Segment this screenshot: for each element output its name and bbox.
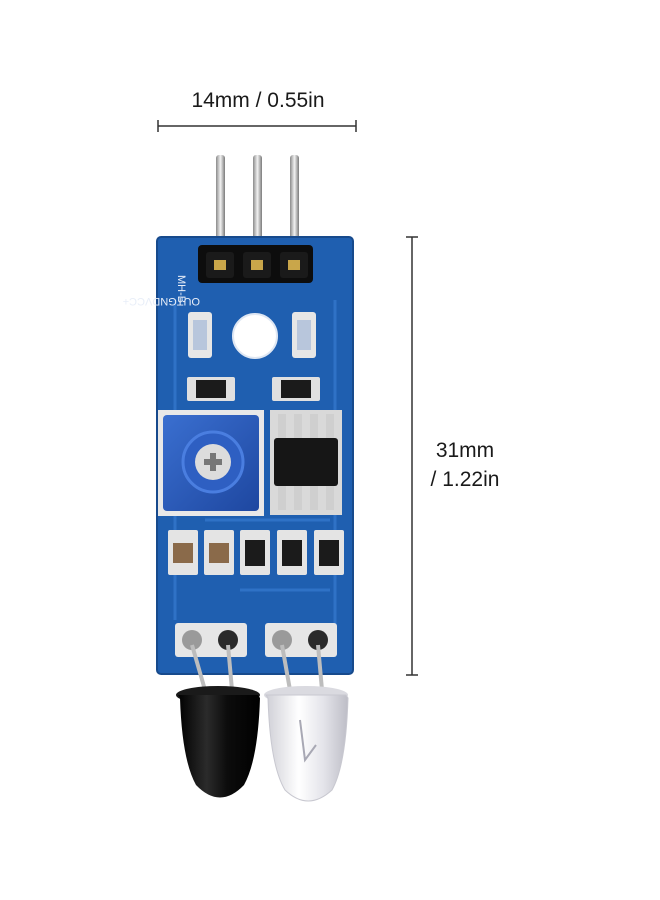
pin-header-block — [198, 245, 313, 283]
indicator-led-right — [292, 312, 316, 358]
pin-silkscreen: OUTGNDVCC+ — [123, 295, 200, 307]
indicator-led-left — [188, 312, 212, 358]
ir-receiver-led — [176, 686, 260, 798]
width-dimension-label: 14mm / 0.55in — [191, 89, 325, 112]
height-dimension-label: 31mm — [435, 439, 495, 462]
smd-resistor-top-right — [272, 377, 320, 401]
smd-resistor-top-left — [187, 377, 235, 401]
height-dimension-label-imperial: / 1.22in — [430, 468, 500, 491]
model-silkscreen: MH-B — [175, 275, 187, 303]
height-dimension-line — [406, 236, 418, 676]
smd-row — [168, 530, 344, 575]
mounting-hole — [232, 313, 278, 359]
potentiometer — [158, 410, 264, 516]
ir-emitter-led — [264, 686, 349, 802]
led-leads — [190, 644, 324, 691]
width-dimension-line — [157, 120, 357, 132]
silkscreen-text: MH-B OUTGNDVCC+ — [123, 275, 200, 307]
comparator-ic — [270, 410, 342, 515]
